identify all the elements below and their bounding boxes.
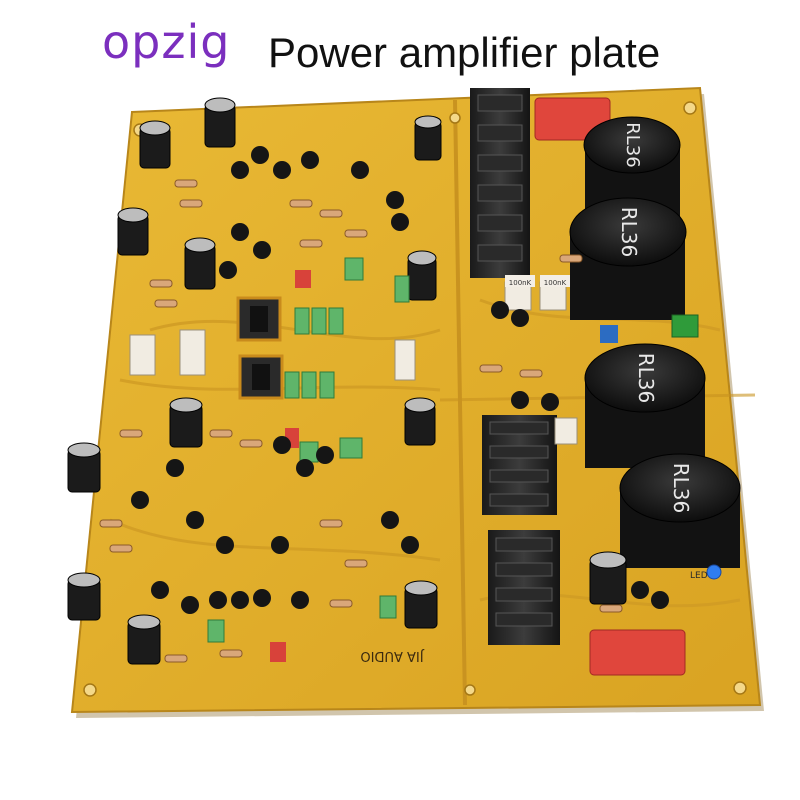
filter-capacitor-3: RL36 xyxy=(584,343,706,468)
film-capacitor-red-bottom xyxy=(589,629,686,676)
opamp-socket-1 xyxy=(236,296,282,342)
heatsink-bottom xyxy=(488,530,560,645)
caption-title: Power amplifier plate xyxy=(268,29,661,76)
film-cap-label: 100nK xyxy=(509,279,532,287)
capacitor-label: RL36 xyxy=(617,207,641,258)
capacitor-label: RL36 xyxy=(669,463,693,514)
maker-mark: JIA AUDIO xyxy=(360,648,424,663)
capacitor-label: RL36 xyxy=(634,353,658,404)
brand-logo-text: opzig xyxy=(102,15,231,69)
filter-capacitor-2: RL36 xyxy=(569,197,687,320)
led-label: LED xyxy=(690,571,708,581)
capacitor-label: RL36 xyxy=(622,122,643,167)
opamp-socket-2 xyxy=(238,354,284,400)
screw-terminal xyxy=(671,314,699,338)
heatsink-mid xyxy=(482,415,557,515)
film-cap-label: 100nK xyxy=(544,279,567,287)
heatsink-top xyxy=(470,88,530,278)
filter-capacitor-4: RL36 xyxy=(619,453,741,568)
led-indicator xyxy=(706,564,722,580)
